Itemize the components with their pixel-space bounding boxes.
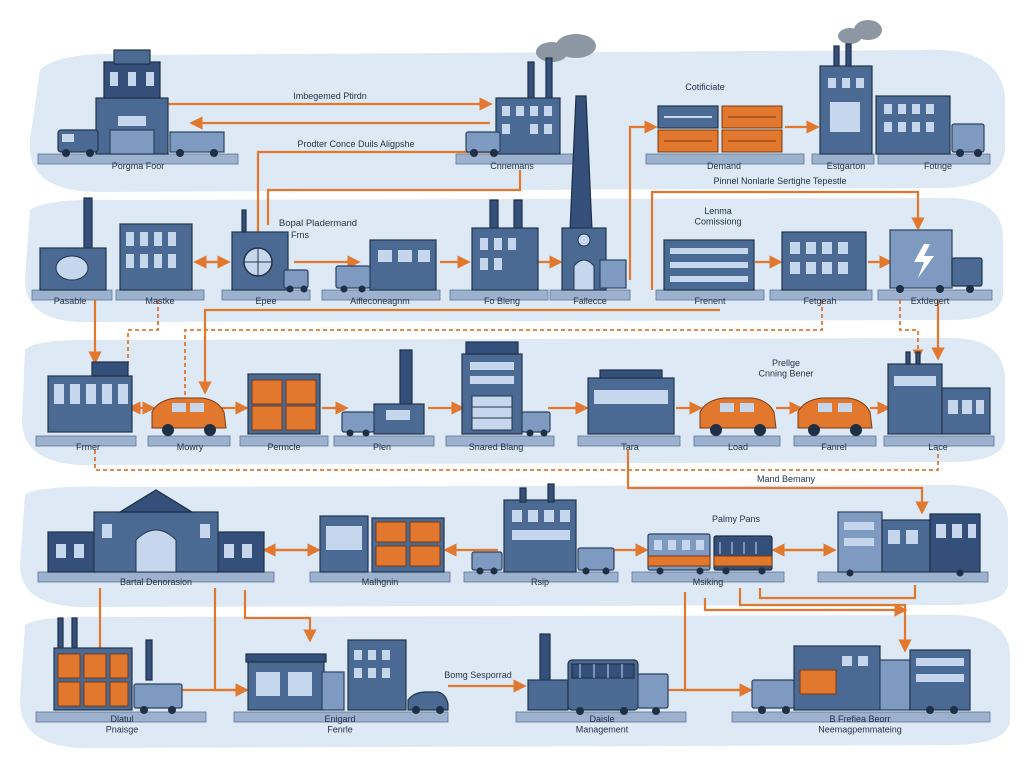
station-bartal-denorasion[interactable]: Bartal Denorasion	[37, 489, 275, 587]
note-palmy-pans: Palmy Pans	[712, 514, 761, 524]
station-fotnge[interactable]: Fotnge	[875, 95, 991, 171]
note-frns: Frns	[291, 230, 310, 240]
arrow-r4-i	[243, 590, 317, 643]
label-fetgeah: Fetgeah	[803, 296, 836, 306]
label-lace: Lace	[928, 442, 948, 452]
station-plen[interactable]: Plen	[333, 349, 435, 452]
station-permcle[interactable]: Permcle	[239, 373, 329, 452]
station-aifleconeagnm[interactable]: Aifleconeagnm	[321, 239, 441, 306]
flow-arrows	[88, 97, 945, 697]
arrow-r3-j	[626, 450, 929, 515]
label-fotnge: Fotnge	[924, 161, 952, 171]
arrow-r4-j	[738, 588, 912, 653]
label-porgma-foor: Porgma Foor	[112, 161, 165, 171]
station-fallecce[interactable]: Fallecce	[549, 95, 631, 306]
dashed-r2-c	[899, 300, 924, 361]
label-bartal-denorasion: Bartal Denorasion	[120, 577, 192, 587]
station-tara[interactable]: Tara	[577, 369, 681, 452]
station-mastke[interactable]: Mastke	[115, 223, 205, 306]
station-load[interactable]: Load	[693, 397, 781, 452]
label-permcle: Permcle	[267, 442, 300, 452]
station-fetgeah[interactable]: Fetgeah	[769, 231, 873, 306]
row-2: Pasable Mastke Bopal Pladermand Frns Epe…	[31, 95, 993, 306]
label-tara: Tara	[621, 442, 639, 452]
station-snared-blang[interactable]: Snared Blang	[445, 341, 555, 452]
row-4: Bartal Denorasion Malhgnin Rsip Palmy Pa…	[37, 483, 989, 587]
label-plen: Plen	[373, 442, 391, 452]
station-rsip[interactable]: Rsip	[463, 483, 619, 587]
label-snared-blang: Snared Blang	[469, 442, 524, 452]
arrow-r1-f	[266, 170, 522, 225]
label-aifleconeagnm: Aifleconeagnm	[350, 296, 410, 306]
arrow-r1-g	[650, 190, 925, 290]
station-exfdegert[interactable]: Exfdegert	[877, 229, 993, 306]
station-complex-right[interactable]	[817, 511, 989, 583]
dashed-r2-a	[127, 300, 159, 368]
label-mastke: Mastke	[145, 296, 174, 306]
station-frenent[interactable]: Frenent	[655, 239, 765, 306]
station-pasable[interactable]: Pasable	[31, 197, 113, 306]
station-fanrel[interactable]: Fanrel	[793, 397, 877, 452]
station-mowry[interactable]: Mowry	[147, 397, 231, 452]
hall-crown	[113, 49, 151, 65]
dashed-r3-a	[94, 450, 939, 471]
label-demand: Demand	[707, 161, 741, 171]
note-product-concepts: Prodter Conce Duils Aligpshe	[297, 139, 414, 149]
station-msiking[interactable]: Msiking	[631, 533, 785, 587]
dashed-r2-b	[184, 300, 823, 395]
label-exfdegert: Exfdegert	[911, 296, 950, 306]
note-bomg-sesporrad: Bomg Sesporrad	[444, 670, 512, 680]
label-msiking: Msiking	[693, 577, 724, 587]
station-porgma-foor[interactable]: Porgma Foor	[37, 49, 239, 171]
row-1: Porgma Foor Imbegemed Ptirdn Prodter Con…	[37, 20, 991, 186]
arrow-r1-c	[628, 120, 658, 280]
label-cnnemans: Cnnemans	[490, 161, 534, 171]
station-lace[interactable]: Lace	[883, 351, 995, 452]
label-malhgnin: Malhgnin	[362, 577, 399, 587]
station-epee[interactable]: Epee	[221, 209, 311, 306]
label-rsip: Rsip	[531, 577, 549, 587]
arrow-r4-m	[703, 598, 908, 617]
label-fallecce: Fallecce	[573, 296, 607, 306]
label-mowry: Mowry	[177, 442, 204, 452]
note-pinnel: Pinnel Nonlarle Sertighe Tepestle	[714, 176, 847, 186]
note-management-flow: Imbegemed Ptirdn	[293, 91, 367, 101]
note-bopal-pladermand: Bopal Pladermand	[279, 218, 357, 229]
label-estgarton: Estgarton	[827, 161, 866, 171]
note-cotificiate: Cotificiate	[685, 82, 725, 92]
label-pasable: Pasable	[54, 296, 87, 306]
row-3: Frmer Mowry Permcle Plen	[35, 341, 995, 484]
label-frenent: Frenent	[694, 296, 726, 306]
arrow-r4-k	[758, 585, 917, 600]
station-malhgnin[interactable]: Malhgnin	[309, 515, 451, 587]
station-cnnemans[interactable]: Cnnemans	[455, 34, 596, 171]
label-fo-bleng: Fo Bleng	[484, 296, 520, 306]
label-epee: Epee	[255, 296, 276, 306]
truck-right	[169, 131, 225, 153]
station-estgarton[interactable]: Estgarton	[811, 20, 882, 171]
label-frmer: Frmer	[76, 442, 100, 452]
station-fo-bleng[interactable]: Fo Bleng	[449, 199, 549, 306]
station-frmer[interactable]: Frmer	[35, 361, 137, 452]
note-mand-bemany: Mand Bemany	[757, 474, 816, 484]
label-load: Load	[728, 442, 748, 452]
label-fanrel: Fanrel	[821, 442, 847, 452]
arrow-r2-i	[198, 308, 720, 395]
arrow-r1-e	[256, 145, 503, 235]
station-demand[interactable]: Demand	[645, 105, 805, 171]
